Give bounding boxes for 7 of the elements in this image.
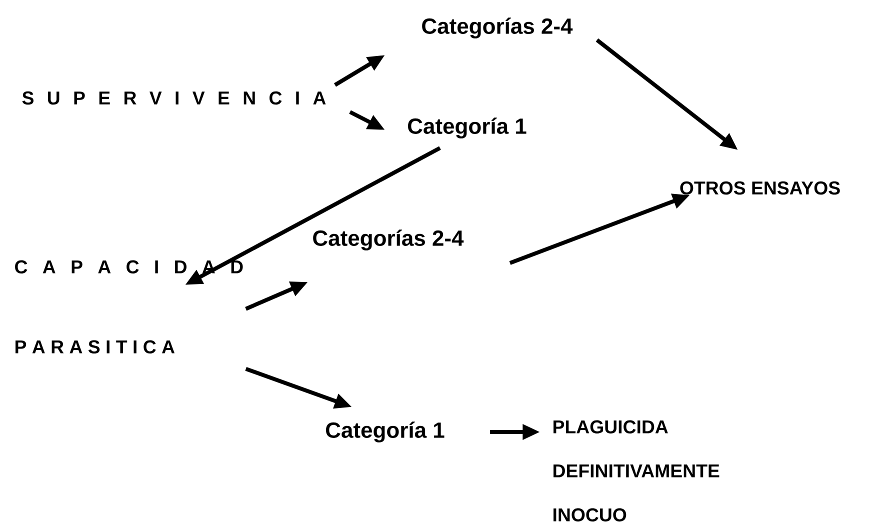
text-label: S U P E R V I V E N C I A — [22, 91, 326, 105]
text-label: Categoría 1 — [408, 118, 526, 138]
text-label: PLAGUICIDA DEFINITIVAMENTE INOCUO — [554, 420, 720, 522]
text-label: Categorías 2-4 — [313, 230, 464, 250]
text-label: OTROS ENSAYOS — [680, 181, 840, 195]
text-label: Categorías 2-4 — [422, 18, 573, 38]
text-label: Categoría 1 — [326, 422, 444, 442]
